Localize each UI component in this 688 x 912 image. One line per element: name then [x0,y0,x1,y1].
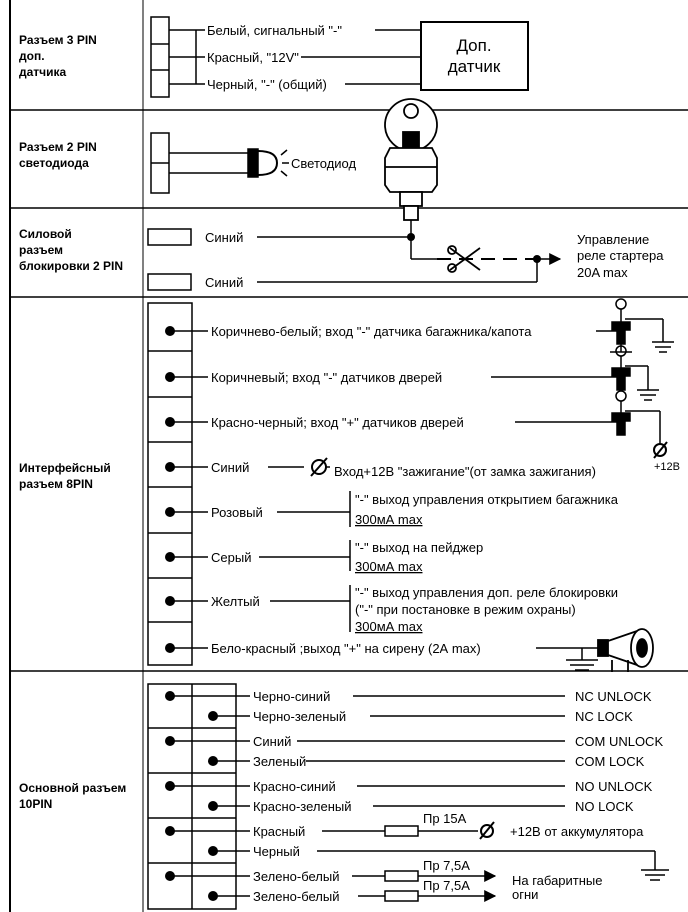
starter-relay-label-2: реле стартера [577,248,664,263]
iface-wire-lines [259,330,618,660]
main-wire-1: Черно-синий [253,689,330,704]
output-com-unlock: COM UNLOCK [575,734,663,749]
extra-sensor-label-2: датчик [448,57,501,76]
fuse-75a-label-2: Пр 7,5А [423,878,470,893]
output-no-lock: NO LOCK [575,799,634,814]
power-wire-1: Синий [205,230,243,245]
s2-title-1: Разъем 2 PIN [19,140,97,154]
extra-sensor-label-1: Доп. [456,36,491,55]
iface-wire-8: Бело-красный ;выход "+" на сирену (2А ma… [211,641,481,656]
iface-w7-note-3: 300мА max [355,619,423,634]
s2-title-2: светодиода [19,156,89,170]
main-wire-6: Красно-зеленый [253,799,351,814]
sensor-connector [150,16,421,98]
iface-wire-1: Коричнево-белый; вход "-" датчика багажн… [211,324,532,339]
iface-w4-note: Вход+12В "зажигание"(от замка зажигания) [334,464,596,479]
extra-sensor-box [420,21,529,91]
junction-dot [533,255,541,263]
s3-title-2: разъем [19,243,63,257]
led-connector [150,132,289,194]
section-frame [9,0,688,912]
ground-icon [641,869,669,881]
sensor-wire-black: Черный, "-" (общий) [207,77,327,92]
fuse-15a-label: Пр 15А [423,811,467,826]
battery-note: +12В от аккумулятора [510,824,644,839]
iface-w7-note-1: "-" выход управления доп. реле блокировк… [355,585,618,600]
iface-w7-note-2: ("-" при постановке в режим охраны) [355,602,576,617]
main-wire-7: Красный [253,824,305,839]
led-label: Светодиод [291,156,356,171]
s1-title-1: Разъем 3 PIN [19,33,97,47]
iface-w5-note-2: 300мА max [355,512,423,527]
iface-wire-3: Красно-черный; вход "+" датчиков дверей [211,415,464,430]
s3-title-3: блокировки 2 PIN [19,259,123,273]
main-wire-3: Синий [253,734,291,749]
main-wire-8: Черный [253,844,300,859]
iface-w6-note-2: 300мА max [355,559,423,574]
main-connector [147,683,250,910]
interface-pin-dots [165,326,175,653]
ground-icon [566,659,598,671]
main-wire-2: Черно-зеленый [253,709,346,724]
iface-w3-note: +12В [654,461,680,473]
sensor-wire-white: Белый, сигнальный "-" [207,23,342,38]
main-wire-9: Зелено-белый [253,869,340,884]
junction-dot [407,233,415,241]
starter-relay-label-3: 20A max [577,265,628,280]
output-com-lock: COM LOCK [575,754,645,769]
iface-wire-2: Коричневый; вход "-" датчиков дверей [211,370,442,385]
parking-lights-label-2: огни [512,887,538,902]
s1-title-3: датчика [19,65,67,79]
fuse-icon [384,825,419,902]
ignition-key-icon [384,98,438,221]
fuse-break-icon [479,821,495,840]
iface-wire-7: Желтый [211,594,260,609]
iface-wire-6: Серый [211,550,251,565]
power-wire-2: Синий [205,275,243,290]
iface-wire-4: Синий [211,460,249,475]
parking-lights-label-1: На габаритные [512,873,603,888]
fuse-75a-label-1: Пр 7,5А [423,858,470,873]
iface-w5-note-1: "-" выход управления открытием багажника [355,492,619,507]
main-pin-dots [165,691,218,901]
door-switch-icon [610,298,674,444]
main-wire-lines [297,695,656,902]
s3-title-1: Силовой [19,227,72,241]
s1-title-2: доп. [19,49,45,63]
main-wire-5: Красно-синий [253,779,336,794]
scissors-icon [447,245,481,273]
section-titles: Разъем 3 PIN доп. датчика Разъем 2 PIN с… [19,33,126,811]
power-connector [147,220,562,291]
output-nc-lock: NC LOCK [575,709,633,724]
output-nc-unlock: NC UNLOCK [575,689,652,704]
interface-connector [147,302,208,666]
sensor-wire-red: Красный, "12V" [207,50,299,65]
s5-title-1: Основной разъем [19,781,126,795]
siren-icon [597,628,654,672]
s4-title-1: Интерфейсный [19,461,111,475]
output-no-unlock: NO UNLOCK [575,779,653,794]
main-wire-4: Зеленый [253,754,306,769]
iface-wire-5: Розовый [211,505,263,520]
starter-relay-label-1: Управление [577,232,649,247]
s4-title-2: разъем 8PIN [19,477,93,491]
s5-title-2: 10PIN [19,797,52,811]
main-wire-10: Зелено-белый [253,889,340,904]
iface-w6-note-1: "-" выход на пейджер [355,540,483,555]
